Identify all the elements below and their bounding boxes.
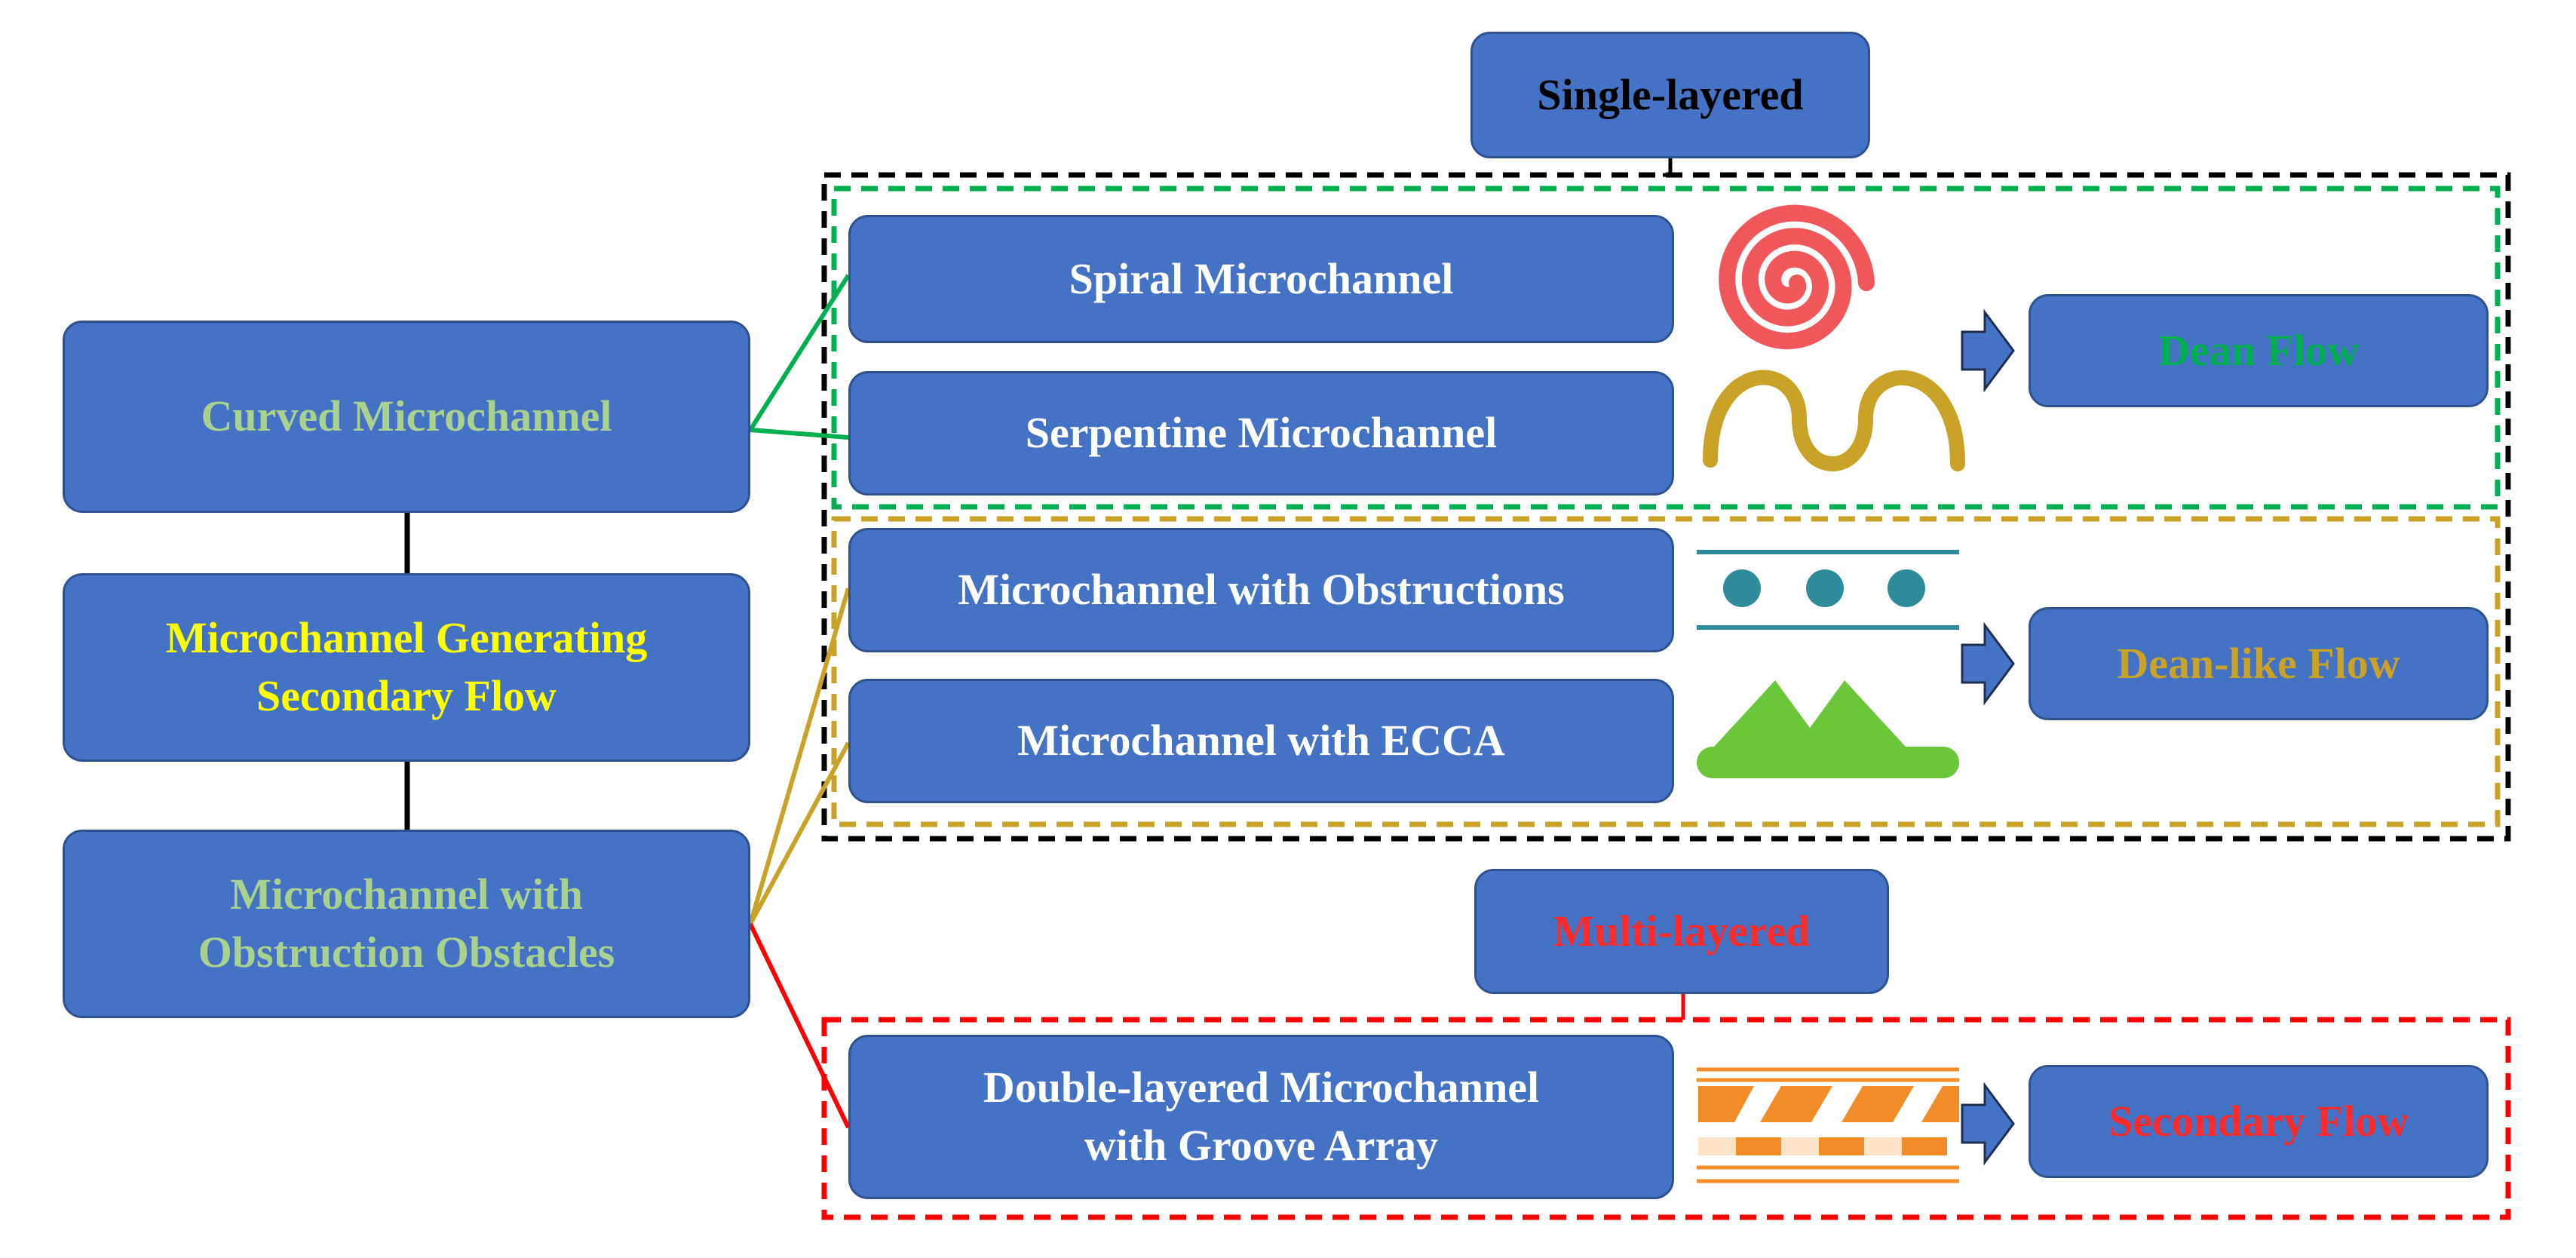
multi-layered-header: Multi-layered (1474, 869, 1889, 994)
curved-group-frame (831, 186, 2501, 510)
multi-layered-frame (821, 1017, 2511, 1220)
connector-obstruction-ecca (748, 741, 851, 925)
obstruction-obstacles-box: Microchannel with Obstruction Obstacles (63, 830, 750, 1018)
dean-flow-box: Dean Flow (2029, 294, 2489, 407)
ecca-microchannel-label: Microchannel with ECCA (1017, 716, 1505, 766)
dean-flow-label: Dean Flow (2158, 325, 2359, 375)
dean-like-flow-label: Dean-like Flow (2117, 638, 2400, 688)
serpentine-microchannel-label: Serpentine Microchannel (1025, 408, 1498, 458)
groove-array-icon (1697, 1067, 1959, 1183)
secondary-flow-root-line2: Secondary Flow (256, 671, 557, 720)
circular-obstructions-icon (1697, 550, 1959, 630)
double-layered-line2: with Groove Array (1084, 1121, 1439, 1170)
spiral-icon (1719, 204, 1875, 350)
single-layered-header: Single-layered (1470, 32, 1870, 158)
right-arrow-icon-dean (1961, 308, 2015, 393)
single-layered-frame (821, 172, 2511, 842)
obstruction-obstacles-line1: Microchannel with (230, 870, 583, 919)
connector-curved-serpentine (750, 428, 849, 440)
double-layered-line1: Double-layered Microchannel (983, 1063, 1540, 1112)
single-layered-label: Single-layered (1537, 69, 1804, 119)
serpentine-wave-icon (1703, 370, 1965, 471)
secondary-flow-root-line1: Microchannel Generating (165, 613, 648, 663)
right-arrow-icon-dean-like (1961, 621, 2015, 706)
dean-like-flow-box: Dean-like Flow (2029, 607, 2489, 720)
secondary-flow-label: Secondary Flow (2108, 1096, 2409, 1146)
curved-microchannel-box: Curved Microchannel (63, 321, 750, 513)
obstructions-microchannel-label: Microchannel with Obstructions (958, 565, 1565, 615)
secondary-flow-root-box: Microchannel Generating Secondary Flow (63, 573, 750, 762)
obstruction-obstacles-line2: Obstruction Obstacles (198, 928, 615, 977)
double-layered-microchannel-box: Double-layered Microchannel with Groove … (848, 1035, 1674, 1199)
obstacle-group-frame (831, 516, 2501, 827)
multi-layered-label: Multi-layered (1553, 906, 1811, 956)
ecca-microchannel-box: Microchannel with ECCA (848, 679, 1674, 803)
curved-microchannel-label: Curved Microchannel (201, 391, 612, 441)
connector-obstruction-double-layered (748, 922, 851, 1129)
connector-obstruction-obstructions (748, 588, 851, 925)
spiral-microchannel-label: Spiral Microchannel (1069, 253, 1454, 303)
spiral-microchannel-box: Spiral Microchannel (848, 215, 1674, 343)
secondary-flow-box: Secondary Flow (2029, 1065, 2489, 1178)
right-arrow-icon-secondary (1961, 1082, 2015, 1166)
connector-curved-spiral (748, 274, 851, 431)
obstructions-microchannel-box: Microchannel with Obstructions (848, 528, 1674, 652)
ecca-peaks-icon (1697, 680, 1959, 778)
serpentine-microchannel-box: Serpentine Microchannel (848, 371, 1674, 496)
